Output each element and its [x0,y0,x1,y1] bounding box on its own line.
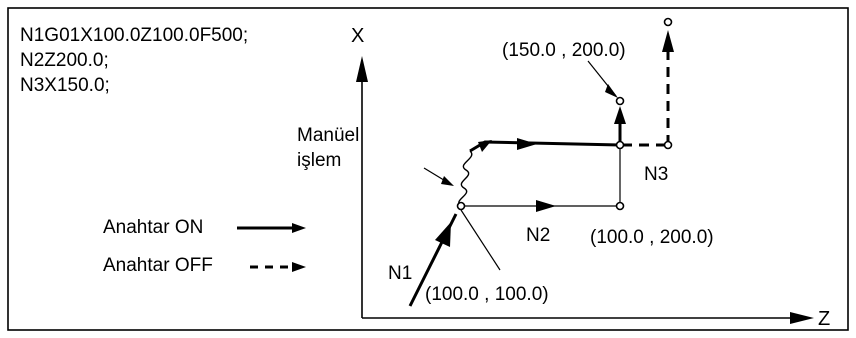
point-marker-n3-end [663,17,673,27]
z-axis-label: Z [818,308,830,330]
legend-off-line [250,262,306,272]
x-axis-label: X [351,25,364,47]
legend-on-line [237,223,306,233]
programmed-path-n2 [461,200,620,212]
point-marker-n3-corner [663,140,673,150]
point-marker-100-200 [615,201,625,211]
manual-pointer-arrow [423,167,454,186]
path-n1-on [408,213,458,307]
legend-on-label: Anahtar ON [103,217,203,238]
manual-wavy-path [458,150,473,207]
z-axis [362,312,814,324]
shifted-path-on [469,138,621,153]
dashed-path-off [622,30,674,147]
program-line-2: N2Z200.0; [20,50,109,71]
diagram-border [7,7,849,331]
point-marker-150-200 [615,96,625,106]
legend-off-label: Anahtar OFF [103,255,213,276]
point-label-150-200: (150.0 , 200.0) [502,40,626,61]
shifted-path-n3-on [614,106,626,145]
x-axis [356,56,368,318]
point-100-100-pointer [460,209,501,271]
point-150-200-pointer [587,60,618,98]
manual-operation-label-line-2: işlem [297,150,341,171]
block-label-n1: N1 [388,263,412,284]
manual-operation-label-line-1: Manüel [297,125,359,146]
point-marker-100-100 [456,201,466,211]
block-label-n3: N3 [644,164,668,185]
point-label-100-200: (100.0 , 200.0) [590,227,714,248]
point-label-100-100: (100.0 , 100.0) [425,284,549,305]
point-marker-corner [615,140,625,150]
block-label-n2: N2 [526,225,550,246]
program-line-3: N3X150.0; [20,75,110,96]
program-line-1: N1G01X100.0Z100.0F500; [20,25,248,46]
